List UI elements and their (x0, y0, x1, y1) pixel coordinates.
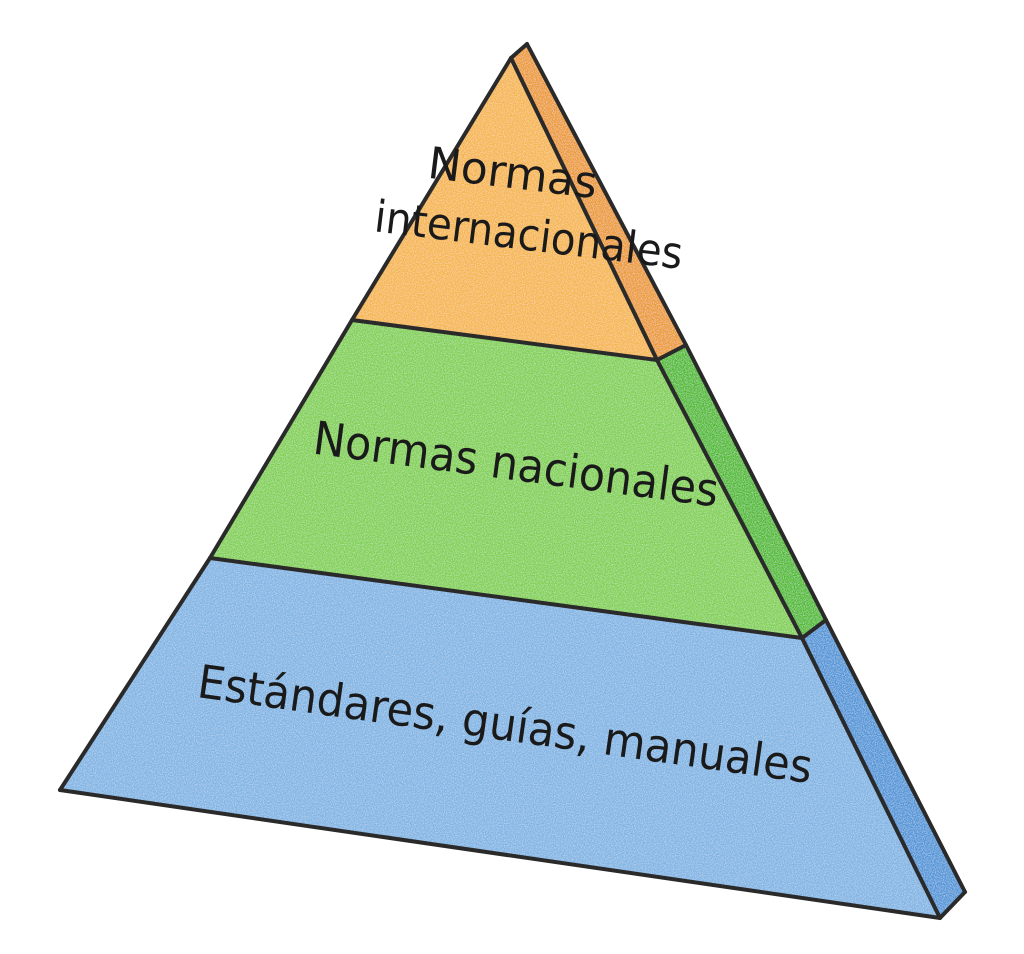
side-face-middle (657, 345, 826, 638)
pyramid-side-faces (511, 44, 965, 918)
side-face-top (511, 44, 686, 360)
outline-back-right-edge (525, 42, 967, 894)
front-face-top (352, 58, 657, 360)
pyramid-front-faces (60, 58, 940, 918)
outline-left-edge (58, 56, 513, 792)
outline-divider-1 (350, 318, 688, 362)
front-face-middle (210, 320, 802, 638)
pyramid-outline (58, 42, 967, 920)
outline-front-right-edge (509, 56, 942, 920)
outline-apex (509, 42, 529, 60)
outline-divider-2 (208, 556, 828, 640)
front-face-bottom (60, 558, 940, 918)
side-face-bottom (802, 620, 965, 918)
